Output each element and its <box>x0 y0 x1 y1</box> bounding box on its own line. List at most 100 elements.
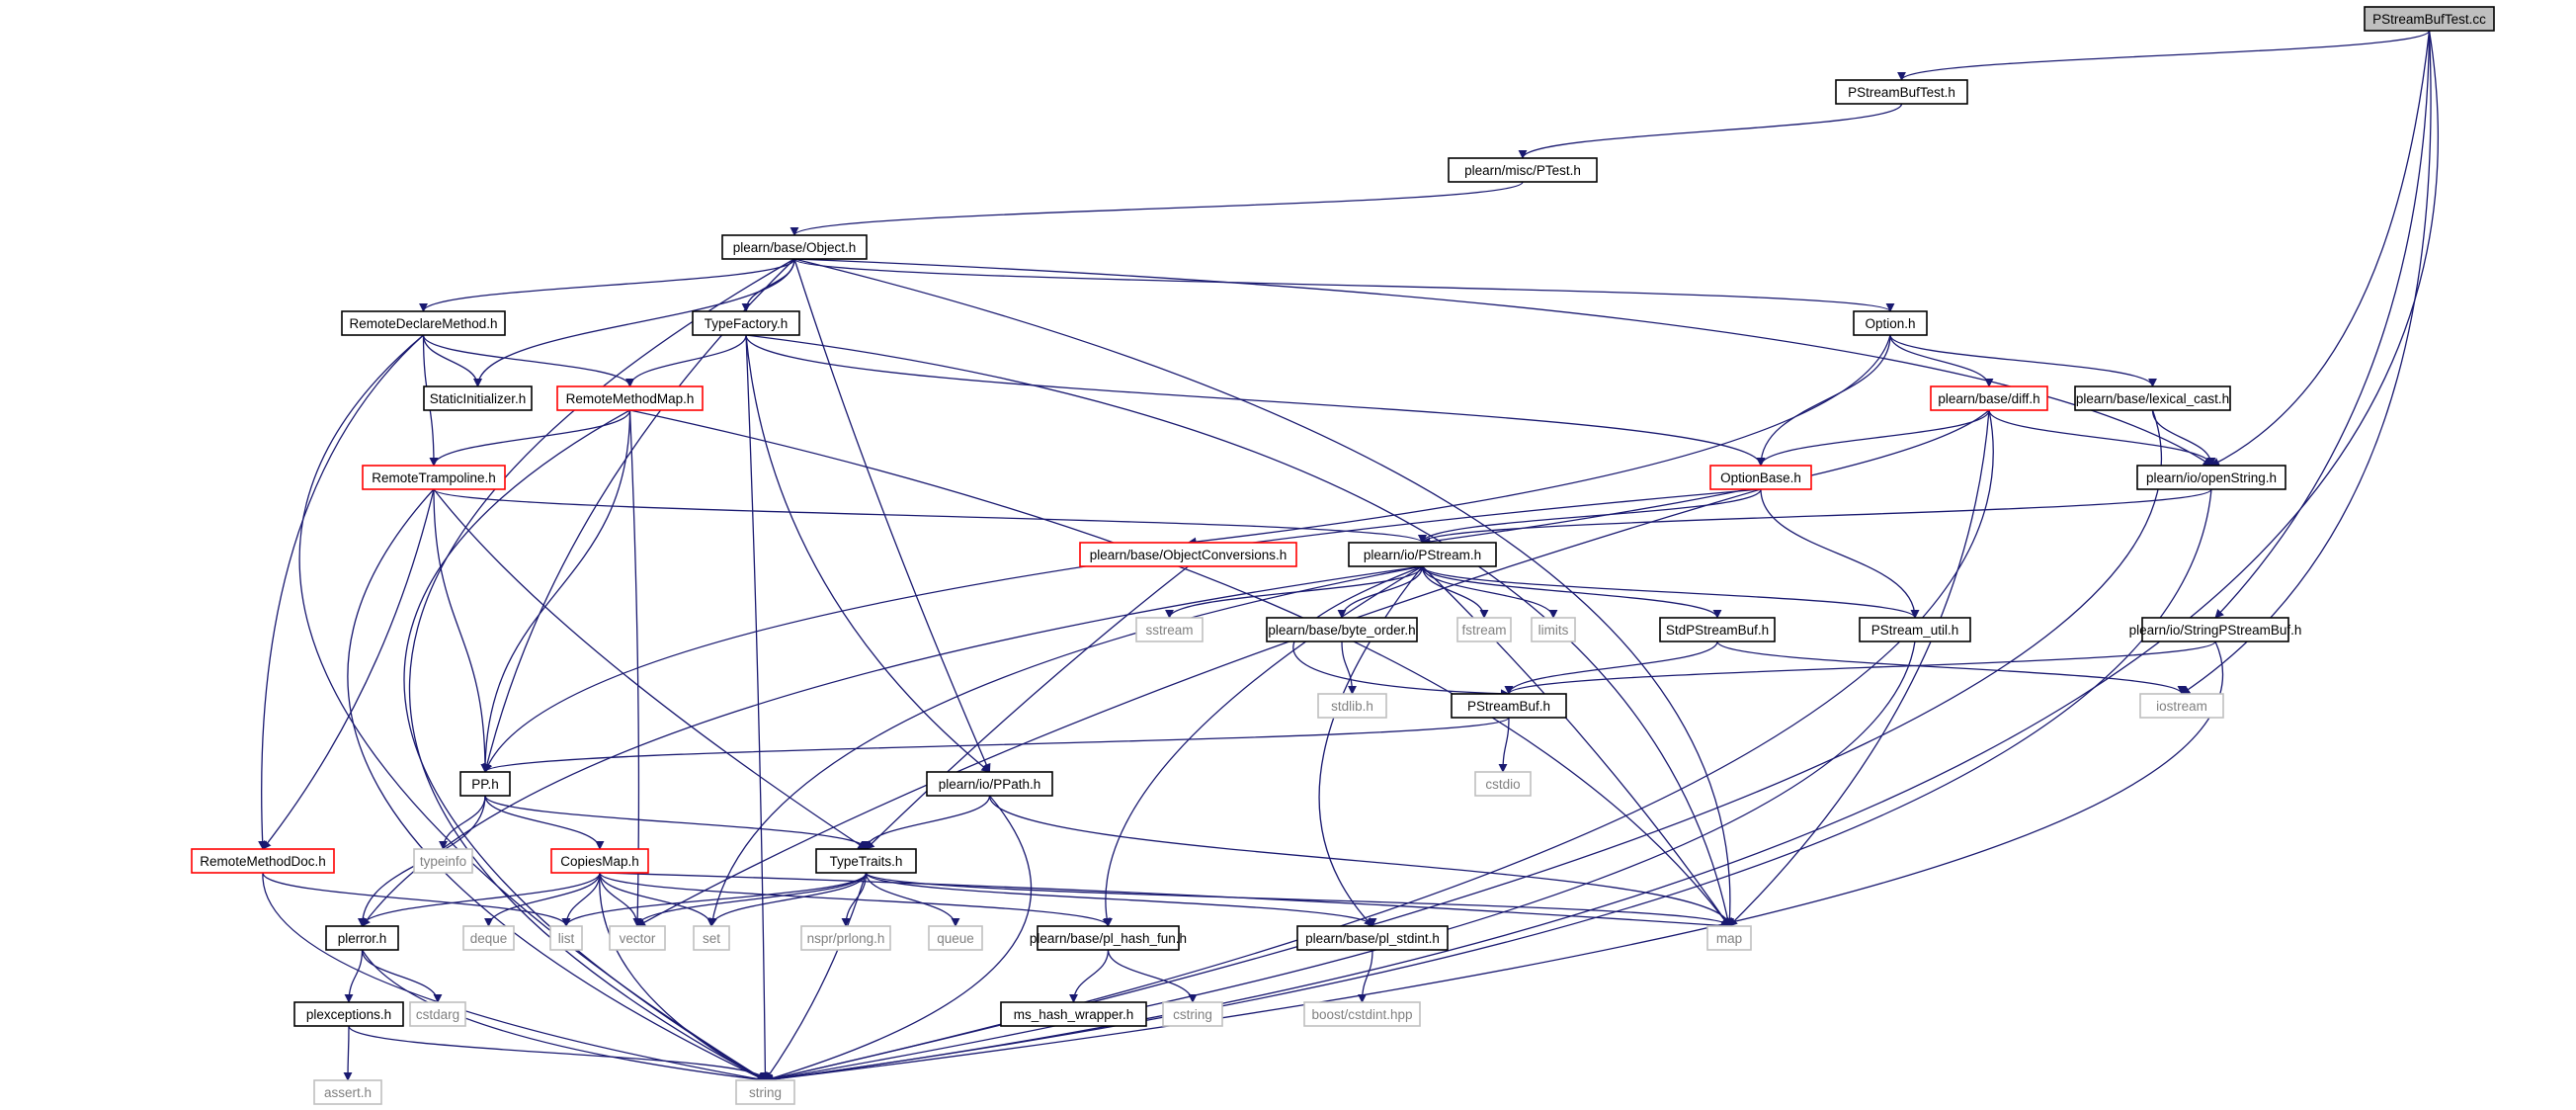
node-n37[interactable]: set <box>693 925 730 951</box>
node-box <box>313 1079 382 1105</box>
node-label: PP.h <box>471 777 499 792</box>
node-box <box>423 385 533 411</box>
node-n24[interactable]: PStreamBuf.h <box>1451 693 1567 719</box>
edge-n6-n12 <box>1756 334 1891 467</box>
node-box <box>1456 617 1512 642</box>
node-n44[interactable]: cstdarg <box>409 1001 466 1027</box>
edge-n31-n33 <box>358 872 601 927</box>
edge-n3-n42 <box>793 258 1735 927</box>
node-n31[interactable]: CopiesMap.h <box>550 848 649 874</box>
node-label: plearn/misc/PTest.h <box>1464 163 1581 178</box>
node-n47[interactable]: boost/cstdint.hpp <box>1303 1001 1421 1027</box>
node-label: stdlib.h <box>1331 699 1373 714</box>
node-n10[interactable]: plearn/base/lexical_cast.h <box>2074 385 2231 411</box>
node-n15[interactable]: plearn/io/PStream.h <box>1348 542 1497 567</box>
edge-n17-n23 <box>1341 640 1357 695</box>
node-box <box>413 848 473 874</box>
node-n3[interactable]: plearn/base/Object.h <box>721 234 868 260</box>
edge-n15-n18 <box>1421 565 1489 619</box>
edge-n15-n37 <box>707 565 1423 927</box>
node-label: list <box>558 931 575 946</box>
node-n38[interactable]: nspr/prlong.h <box>800 925 891 951</box>
node-n2[interactable]: plearn/misc/PTest.h <box>1448 157 1598 183</box>
node-label: nspr/prlong.h <box>807 931 885 946</box>
node-n23[interactable]: stdlib.h <box>1317 693 1387 719</box>
node-n27[interactable]: PP.h <box>459 771 511 797</box>
node-n25[interactable]: iostream <box>2139 693 2224 719</box>
node-label: PStream_util.h <box>1871 623 1959 638</box>
node-box <box>1135 617 1204 642</box>
edge-n41-n47 <box>1358 949 1373 1003</box>
node-n33[interactable]: plerror.h <box>325 925 399 951</box>
node-n0[interactable]: PStreamBufTest.cc <box>2364 6 2495 32</box>
node-n11[interactable]: RemoteTrampoline.h <box>362 465 506 490</box>
node-n36[interactable]: vector <box>609 925 666 951</box>
node-box <box>693 925 730 951</box>
node-n46[interactable]: cstring <box>1162 1001 1223 1027</box>
node-n30[interactable]: RemoteMethodDoc.h <box>191 848 335 874</box>
node-n39[interactable]: queue <box>928 925 983 951</box>
node-label: plearn/base/pl_hash_fun.h <box>1030 931 1187 946</box>
node-n45[interactable]: ms_hash_wrapper.h <box>1000 1001 1147 1027</box>
node-n16[interactable]: sstream <box>1135 617 1204 642</box>
node-n21[interactable]: PStream_util.h <box>1859 617 1971 642</box>
node-n26[interactable]: cstdio <box>1474 771 1532 797</box>
edge-n32-n49 <box>764 872 868 1081</box>
edge-n31-n35 <box>561 872 601 927</box>
node-n14[interactable]: plearn/base/ObjectConversions.h <box>1079 542 1297 567</box>
edge-n2-n3 <box>789 181 1524 236</box>
node-box <box>1348 542 1497 567</box>
node-n17[interactable]: plearn/base/byte_order.h <box>1266 617 1418 642</box>
edge-n30-n49 <box>262 872 767 1083</box>
node-n49[interactable]: string <box>735 1079 795 1105</box>
node-n19[interactable]: limits <box>1531 617 1576 642</box>
node-n48[interactable]: assert.h <box>313 1079 382 1105</box>
node-n5[interactable]: TypeFactory.h <box>692 310 800 336</box>
node-n32[interactable]: TypeTraits.h <box>815 848 917 874</box>
node-n18[interactable]: fstream <box>1456 617 1512 642</box>
node-label: plearn/base/lexical_cast.h <box>2076 391 2229 406</box>
edge-n15-n24 <box>1292 565 1510 699</box>
node-n43[interactable]: plexceptions.h <box>293 1001 404 1027</box>
node-n8[interactable]: RemoteMethodMap.h <box>556 385 704 411</box>
node-n34[interactable]: deque <box>462 925 515 951</box>
node-n9[interactable]: plearn/base/diff.h <box>1930 385 2048 411</box>
node-box <box>2141 617 2289 642</box>
edge-n40-n46 <box>1107 949 1198 1003</box>
node-n41[interactable]: plearn/base/pl_stdint.h <box>1296 925 1449 951</box>
node-n40[interactable]: plearn/base/pl_hash_fun.h <box>1030 925 1187 951</box>
node-box <box>1531 617 1576 642</box>
node-label: cstdarg <box>416 1007 459 1022</box>
edge-n0-n13 <box>2210 30 2431 467</box>
node-n22[interactable]: plearn/io/StringPStreamBuf.h <box>2129 617 2302 642</box>
edge-n15-n19 <box>1421 565 1558 619</box>
node-label: plerror.h <box>338 931 387 946</box>
node-n28[interactable]: plearn/io/PPath.h <box>926 771 1053 797</box>
node-n20[interactable]: StdPStreamBuf.h <box>1659 617 1776 642</box>
node-n4[interactable]: RemoteDeclareMethod.h <box>341 310 506 336</box>
edge-n8-n49 <box>403 409 767 1081</box>
node-box <box>1079 542 1297 567</box>
node-n42[interactable]: map <box>1706 925 1752 951</box>
node-n13[interactable]: plearn/io/openString.h <box>2136 465 2286 490</box>
node-n7[interactable]: StaticInitializer.h <box>423 385 533 411</box>
edge-n24-n27 <box>480 717 1510 773</box>
node-label: assert.h <box>324 1085 372 1100</box>
node-box <box>293 1001 404 1027</box>
node-label: RemoteDeclareMethod.h <box>349 316 497 331</box>
node-n35[interactable]: list <box>549 925 583 951</box>
edge-n8-n11 <box>429 409 631 467</box>
node-n1[interactable]: PStreamBufTest.h <box>1835 79 1968 105</box>
node-label: CopiesMap.h <box>560 854 639 869</box>
node-n12[interactable]: OptionBase.h <box>1709 465 1812 490</box>
node-n6[interactable]: Option.h <box>1853 310 1928 336</box>
node-n29[interactable]: typeinfo <box>413 848 473 874</box>
edge-n43-n48 <box>343 1025 353 1081</box>
edge-n9-n13 <box>1988 409 2216 467</box>
edge-n12-n36 <box>636 488 1762 927</box>
edge-n13-n49 <box>764 488 2212 1084</box>
node-box <box>2364 6 2495 32</box>
node-box <box>1162 1001 1223 1027</box>
